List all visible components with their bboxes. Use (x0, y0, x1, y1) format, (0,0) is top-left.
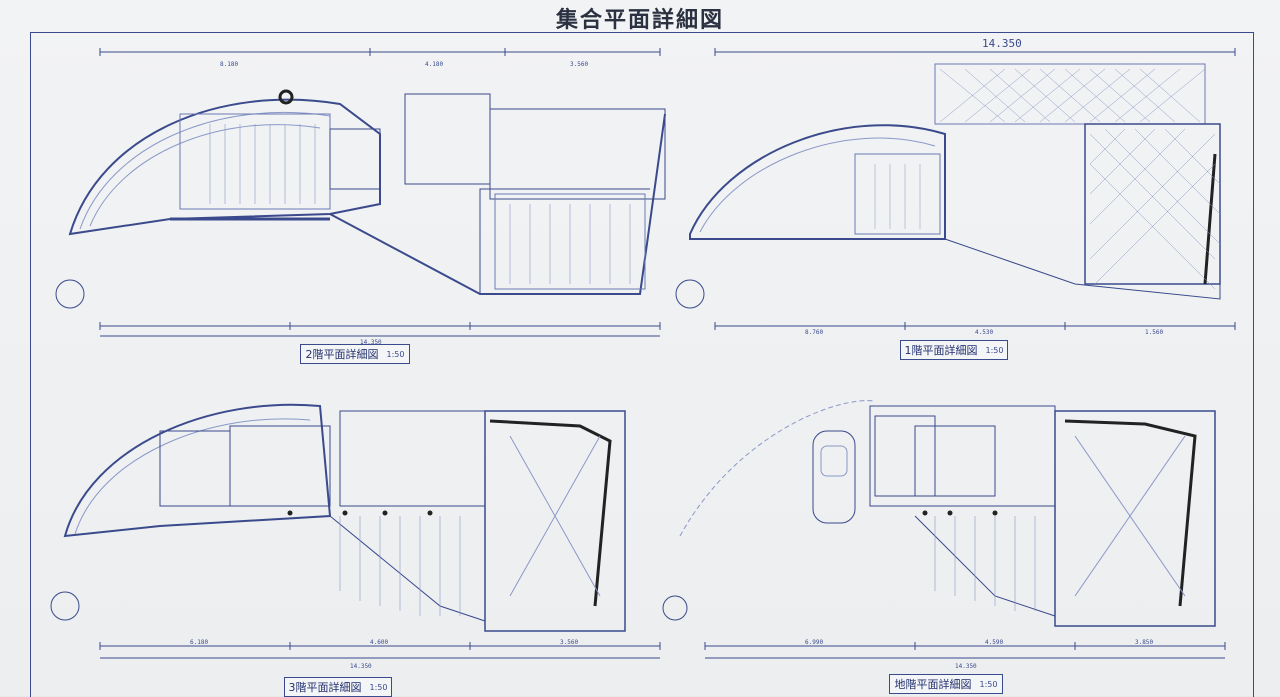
plan-1f-scale: 1:50 (985, 345, 1004, 355)
plan-3f-dim-1: 6.180 (190, 639, 208, 646)
plan-2f-dim-1: 8.180 (220, 61, 238, 68)
plan-b1-dim-total: 14.350 (955, 663, 977, 670)
plan-b1-drawing: 6.990 4.590 3.850 14.350 (679, 400, 1226, 670)
plan-3f-drawing: 6.180 4.600 3.560 14.350 (50, 403, 688, 670)
plan-b1-dim-3: 3.850 (1135, 639, 1153, 646)
plan-3f-dim-3: 3.560 (560, 639, 578, 646)
sheet-title: 集合平面詳細図 (555, 8, 724, 33)
plan-3f-dim-total: 14.350 (350, 663, 372, 670)
plan-2f-dim-3: 3.560 (570, 61, 588, 68)
plan-b1-dim-2: 4.590 (985, 639, 1003, 646)
plan-3f-caption: 3階平面詳細図 1:50 (284, 677, 392, 697)
plan-3f-title: 3階平面詳細図 (288, 681, 362, 694)
plan-b1-caption: 地階平面詳細図 1:50 (889, 674, 1003, 694)
plan-2f-dim-total: 14.350 (360, 339, 382, 346)
plan-3f-scale: 1:50 (369, 682, 388, 692)
overall-width-dimension: 14.350 (982, 37, 1022, 50)
sheet-frame (30, 32, 1254, 697)
plan-2f-title: 2階平面詳細図 (305, 348, 379, 361)
plan-b1-title: 地階平面詳細図 (894, 678, 972, 691)
plan-2f-caption: 2階平面詳細図 1:50 (300, 344, 410, 364)
plan-b1-dim-1: 6.990 (805, 639, 823, 646)
plan-1f-dim-1: 8.760 (805, 329, 823, 336)
plan-1f-dim-2: 4.530 (975, 329, 993, 336)
plan-1f-title: 1階平面詳細図 (904, 344, 978, 357)
plan-2f-dim-2: 4.180 (425, 61, 443, 68)
plan-2f-scale: 1:50 (386, 349, 405, 359)
plan-3f-dim-2: 4.600 (370, 639, 388, 646)
plan-1f-caption: 1階平面詳細図 1:50 (900, 340, 1008, 360)
plan-1f-drawing: 8.760 4.530 1.560 (675, 48, 1236, 336)
plan-b1-scale: 1:50 (979, 679, 998, 689)
plan-1f-dim-3: 1.560 (1145, 329, 1163, 336)
plan-2f-drawing: 8.180 4.180 3.560 14.350 (55, 48, 666, 346)
